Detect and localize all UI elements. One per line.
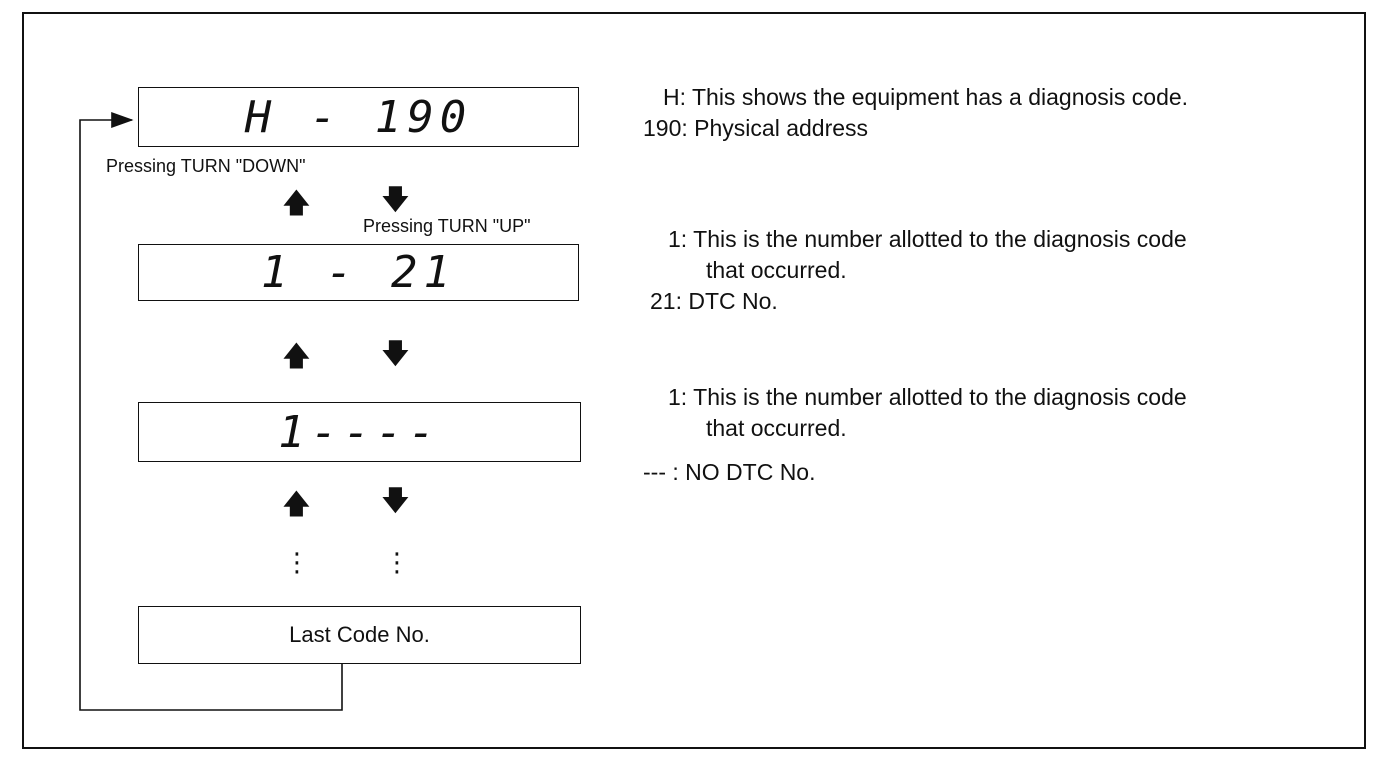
label-pressing-up: Pressing TURN "UP" [363, 216, 531, 236]
continuation-dots: ⋮ [384, 548, 410, 578]
display-h-190: H - 190 [138, 87, 579, 147]
display-1-21-text: 1 - 21 [261, 247, 456, 298]
arrow-up-icon: 🡅 [282, 339, 311, 372]
display-1-21: 1 - 21 [138, 244, 579, 301]
description-h-190: H: This shows the equipment has a diagno… [643, 82, 1188, 144]
description-1-no-dtc: 1: This is the number allotted to the di… [643, 382, 1187, 488]
desc-1-none-line1: 1: This is the number allotted to the di… [668, 384, 1187, 410]
arrow-up-icon: 🡅 [282, 186, 311, 219]
arrow-down-icon: 🡇 [381, 337, 410, 370]
display-1-no-dtc-text: 1---- [278, 406, 441, 458]
display-h-190-text: H - 190 [244, 91, 473, 143]
desc-1-none-line2: that occurred. [706, 415, 847, 441]
arrow-down-icon: 🡇 [381, 484, 410, 517]
desc-h-line2: 190: Physical address [643, 115, 869, 141]
display-1-no-dtc: 1---- [138, 402, 581, 462]
figure-frame [22, 12, 1366, 749]
desc-1-none-line3: --- : NO DTC No. [643, 459, 816, 485]
arrow-up-icon: 🡅 [282, 487, 311, 520]
continuation-dots: ⋮ [284, 548, 310, 578]
desc-1-21-line3: 21: DTC No. [650, 288, 778, 314]
display-last-code-text: Last Code No. [289, 622, 430, 647]
display-last-code: Last Code No. [138, 606, 581, 664]
description-1-21: 1: This is the number allotted to the di… [650, 224, 1187, 317]
desc-1-21-line2: that occurred. [706, 257, 847, 283]
desc-1-21-line1: 1: This is the number allotted to the di… [668, 226, 1187, 252]
desc-h-line1: H: This shows the equipment has a diagno… [663, 84, 1189, 110]
arrow-down-icon: 🡇 [381, 183, 410, 216]
label-pressing-down: Pressing TURN "DOWN" [106, 156, 306, 176]
